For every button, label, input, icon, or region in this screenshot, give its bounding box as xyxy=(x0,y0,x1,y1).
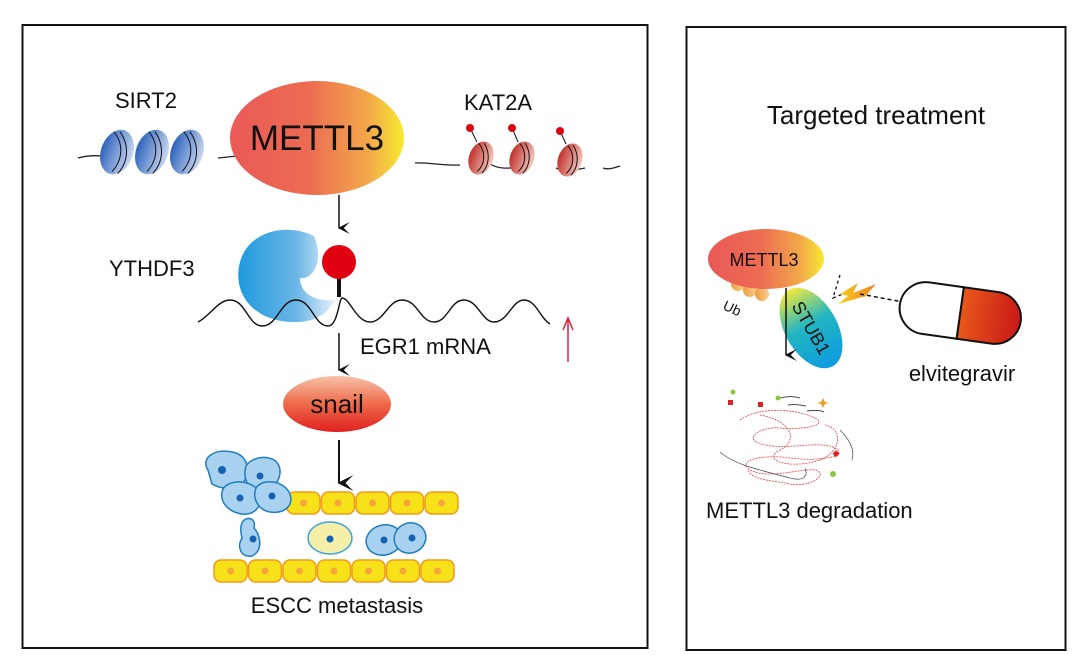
nucleosome-icon xyxy=(135,129,169,175)
cell-nucleus xyxy=(403,499,411,507)
degraded-protein-icon xyxy=(719,389,854,486)
cell-nucleus xyxy=(330,567,338,575)
snail-protein xyxy=(283,376,391,432)
cell-nucleus xyxy=(334,499,342,507)
m6a-modification-icon xyxy=(322,245,356,279)
sirt2-label: SIRT2 xyxy=(115,88,177,113)
acetylated-nucleosome-icon xyxy=(556,127,583,177)
cell-nucleus xyxy=(399,567,407,575)
mettl3-label: METTL3 xyxy=(250,119,384,158)
dashed-link-bolt-stub1 xyxy=(831,274,844,300)
metastatic-cell-cluster xyxy=(205,450,427,557)
epithelial-layer-top xyxy=(286,491,459,515)
stub1-protein xyxy=(779,287,843,369)
m6a-stem xyxy=(337,275,341,297)
nucleosome-icon xyxy=(100,129,134,175)
escc-metastasis-label: ESCC metastasis xyxy=(251,593,423,618)
ub-label: Ub xyxy=(721,297,744,319)
kat2a-nucleosomes xyxy=(466,124,583,177)
ythdf3-protein xyxy=(238,229,335,323)
inhibition-bolt-icon xyxy=(838,283,876,304)
dna-strand-right xyxy=(414,162,621,171)
mettl3-protein xyxy=(230,81,404,195)
targeted-treatment-title: Targeted treatment xyxy=(767,100,986,130)
elvitegravir-label: elvitegravir xyxy=(909,361,1015,386)
mettl3-degradation-label: METTL3 degradation xyxy=(706,498,913,523)
acetylated-nucleosome-icon xyxy=(508,124,535,175)
upregulation-arrowhead xyxy=(562,316,574,331)
kat2a-label: KAT2A xyxy=(464,90,532,115)
egr1-mrna-strand xyxy=(197,297,551,327)
cell-nucleus xyxy=(296,567,303,575)
sirt2-nucleosomes xyxy=(100,129,204,175)
cancer-cell xyxy=(238,517,261,557)
snail-label: snail xyxy=(310,389,363,419)
cell-nucleus xyxy=(227,567,234,575)
mettl3-target-label: METTL3 xyxy=(729,250,798,270)
elvitegravir-pill-icon xyxy=(898,281,1022,345)
ythdf3-label: YTHDF3 xyxy=(109,256,195,281)
left-panel-frame xyxy=(21,24,649,649)
cell-nucleus xyxy=(438,499,445,507)
cell-nucleus xyxy=(369,499,376,507)
acetylated-nucleosome-icon xyxy=(466,124,494,175)
right-panel-frame xyxy=(685,26,1067,651)
mettl3-protein-target xyxy=(708,229,824,289)
egr1-mrna-label: EGR1 mRNA xyxy=(360,334,491,359)
cell-nucleus xyxy=(261,567,269,575)
nucleosome-icon xyxy=(170,129,204,175)
cell-nucleus xyxy=(434,567,441,575)
epithelial-layer-bottom xyxy=(213,559,455,583)
cell-nucleus xyxy=(365,567,372,575)
cell-nucleus xyxy=(300,499,307,507)
dashed-link-drug xyxy=(859,293,904,303)
